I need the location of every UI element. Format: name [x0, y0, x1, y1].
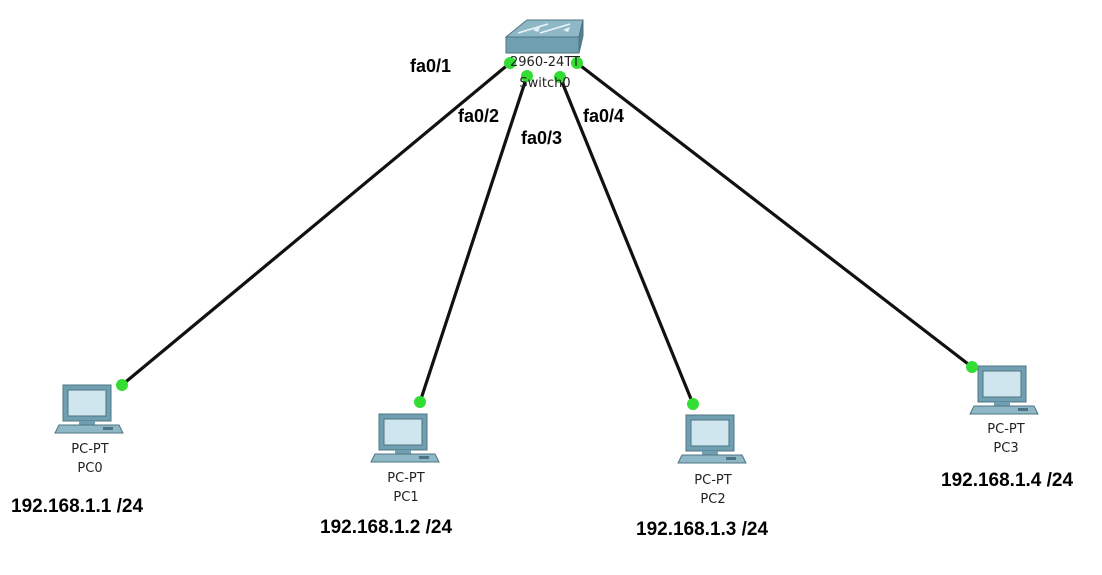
link-up-dot	[687, 398, 699, 410]
pc-icon[interactable]	[969, 365, 1039, 415]
pc3-name-label: PC3	[993, 441, 1019, 456]
link-up-dot	[504, 57, 516, 69]
switch-model-label: 2960-24TT	[510, 55, 580, 70]
pc2-model-label: PC-PT	[694, 473, 732, 488]
pc0-model-label: PC-PT	[71, 442, 109, 457]
pc1-name-label: PC1	[393, 490, 419, 505]
link-up-dot	[966, 361, 978, 373]
pc2-ip-label: 192.168.1.3 /24	[636, 519, 769, 540]
pc2-name-label: PC2	[700, 492, 726, 507]
pc0-ip-label: 192.168.1.1 /24	[11, 496, 144, 517]
link-up-dot	[571, 57, 583, 69]
link-up-dot	[521, 70, 533, 82]
pc1-ip-label: 192.168.1.2 /24	[320, 517, 453, 538]
links	[120, 61, 973, 405]
pc-icon[interactable]	[370, 413, 440, 463]
link-pc3[interactable]	[576, 61, 973, 369]
pc1-model-label: PC-PT	[387, 471, 425, 486]
port-label-fa0-2: fa0/2	[458, 106, 500, 126]
pc-icon[interactable]	[677, 414, 747, 464]
pc-icon[interactable]	[54, 384, 124, 434]
pc3-model-label: PC-PT	[987, 422, 1025, 437]
link-up-dot	[554, 71, 566, 83]
link-status-dots	[116, 57, 978, 410]
port-label-fa0-4: fa0/4	[583, 106, 625, 126]
link-pc1[interactable]	[418, 75, 529, 403]
link-up-dot	[414, 396, 426, 408]
link-pc2[interactable]	[558, 76, 695, 405]
link-pc0[interactable]	[120, 61, 512, 387]
port-label-fa0-3: fa0/3	[521, 128, 563, 148]
link-up-dot	[116, 379, 128, 391]
port-label-fa0-1: fa0/1	[410, 56, 452, 76]
pc0-name-label: PC0	[77, 461, 103, 476]
switch-name-label: Switch0	[519, 76, 571, 91]
pc3-ip-label: 192.168.1.4 /24	[941, 470, 1074, 491]
switch-icon[interactable]	[504, 19, 584, 54]
